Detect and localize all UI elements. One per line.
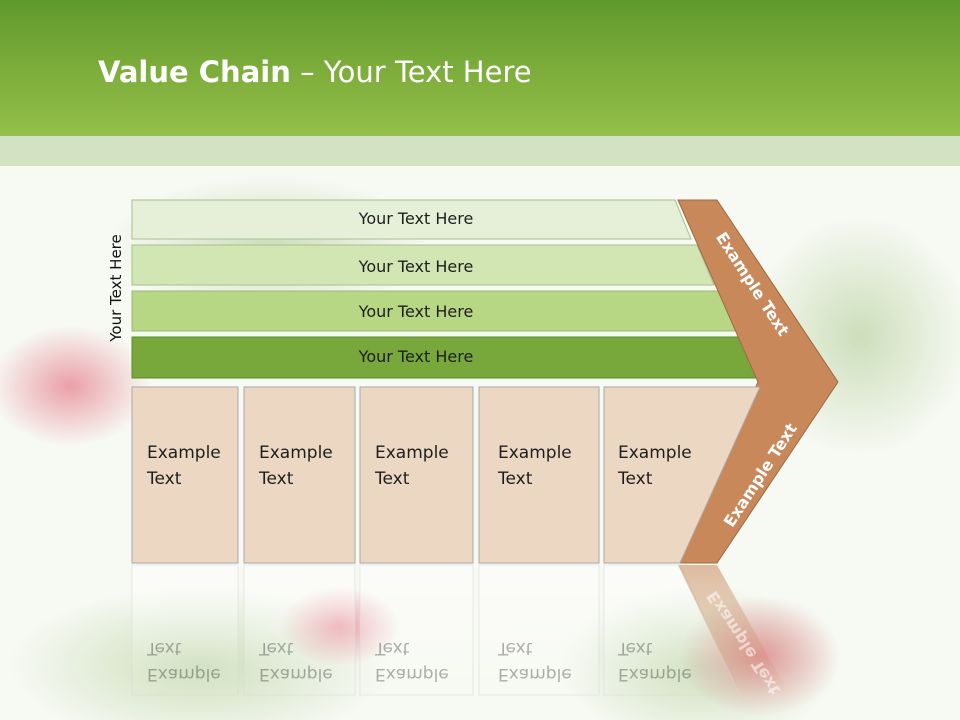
activity-box-4-shape xyxy=(478,386,600,564)
activity-box-3-line1: Example xyxy=(375,443,449,463)
header-bar xyxy=(0,0,960,136)
reflection-box-1-line2: Text xyxy=(146,638,182,658)
side-label: Your Text Here xyxy=(107,234,125,342)
activity-box-3-shape xyxy=(359,386,474,564)
title-rest: – Your Text Here xyxy=(290,55,532,89)
activity-box-4-line2: Text xyxy=(497,469,533,489)
activity-box-2-line2: Text xyxy=(258,469,294,489)
activity-box-2: Example Text xyxy=(243,386,356,564)
reflection-box-2-line2: Text xyxy=(258,638,294,658)
activity-box-1-line2: Text xyxy=(146,469,182,489)
row-4-label: Your Text Here xyxy=(358,347,474,366)
title-bold: Value Chain xyxy=(98,55,291,89)
activity-box-4-line1: Example xyxy=(498,443,572,463)
row-2: Your Text Here xyxy=(131,244,715,286)
row-4: Your Text Here xyxy=(131,336,763,379)
activity-box-2-shape xyxy=(243,386,356,564)
reflection-box-4 xyxy=(478,564,600,696)
activity-box-5-shape xyxy=(603,386,761,564)
activity-box-5-line2: Text xyxy=(617,469,653,489)
activity-box-4: Example Text xyxy=(478,386,600,564)
diagram-reflection: Text Example Text Example Text Example T… xyxy=(131,564,790,699)
reflection-box-3-line2: Text xyxy=(374,638,410,658)
reflection-box-4-line1: Example xyxy=(498,664,572,684)
row-1-label: Your Text Here xyxy=(358,209,474,228)
header-strip xyxy=(0,136,960,166)
value-chevron xyxy=(677,199,839,564)
activity-box-5: Example Text xyxy=(603,386,761,564)
reflection-box-5-line1: Example xyxy=(618,664,692,684)
row-3: Your Text Here xyxy=(131,290,739,332)
row-1-shape xyxy=(131,199,692,240)
activity-box-3: Example Text xyxy=(359,386,474,564)
reflection-box-2-line1: Example xyxy=(259,664,333,684)
reflection-box-3 xyxy=(359,564,474,696)
reflection-box-2 xyxy=(243,564,356,696)
reflection-box-3-line1: Example xyxy=(375,664,449,684)
activity-box-3-line2: Text xyxy=(374,469,410,489)
activity-box-2-line1: Example xyxy=(259,443,333,463)
reflection-box-1-line1: Example xyxy=(147,664,221,684)
activity-box-1-line1: Example xyxy=(147,443,221,463)
reflection-box-4-line2: Text xyxy=(497,638,533,658)
slide-title: Value Chain – Your Text Here xyxy=(98,55,532,95)
reflection-chevron xyxy=(678,565,790,695)
reflection-box-1 xyxy=(131,564,239,696)
reflection-box-5-line2: Text xyxy=(617,638,653,658)
activity-box-1: Example Text xyxy=(131,386,239,564)
activity-box-5-line1: Example xyxy=(618,443,692,463)
row-2-shape xyxy=(131,244,715,286)
row-3-label: Your Text Here xyxy=(358,302,474,321)
row-1: Your Text Here xyxy=(131,199,692,240)
row-2-label: Your Text Here xyxy=(358,257,474,276)
activity-box-1-shape xyxy=(131,386,239,564)
